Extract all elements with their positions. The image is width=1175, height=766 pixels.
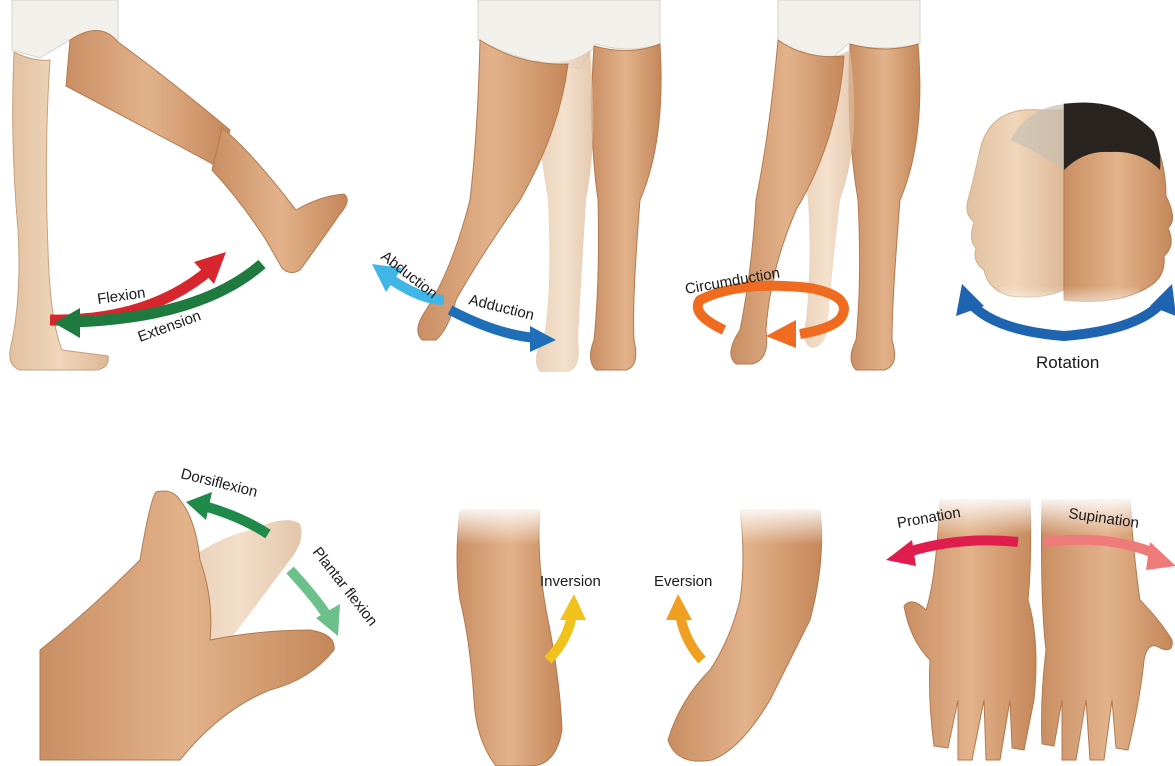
inversion-foot-illustration	[455, 505, 562, 766]
eversion-label: Eversion	[654, 573, 712, 590]
rotation-illustration	[967, 103, 1173, 316]
pronation-hand-illustration	[904, 495, 1036, 760]
rotation-label: Rotation	[1036, 353, 1099, 372]
dorsiflexion-plantar-illustration	[40, 491, 334, 760]
inversion-label: Inversion	[540, 573, 601, 590]
supination-hand-illustration	[1038, 495, 1172, 760]
circumduction-illustration	[731, 0, 920, 370]
dorsiflexion-label: Dorsiflexion	[179, 465, 259, 500]
eversion-arrow	[666, 594, 702, 660]
eversion-foot-illustration	[668, 505, 826, 761]
inversion-arrow	[548, 594, 586, 660]
